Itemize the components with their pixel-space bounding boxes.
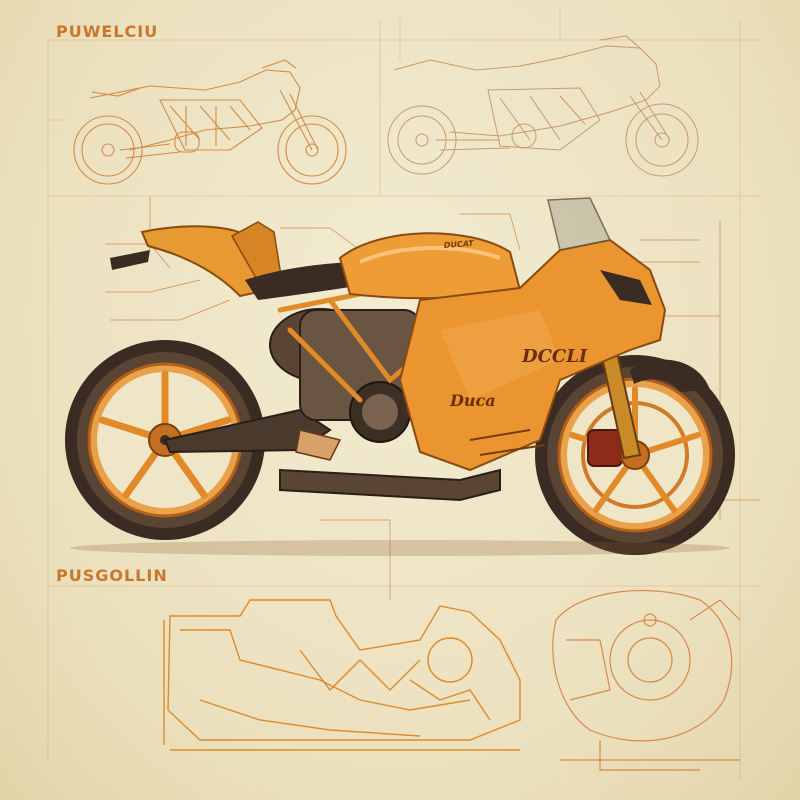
grid-lines: [47, 10, 760, 780]
fuel-tank: [338, 232, 522, 300]
sketch-bike-top-left: [73, 59, 347, 185]
engine-diagram-bottom-right: [552, 589, 741, 771]
sketch-bike-top-right: [387, 35, 699, 177]
middle-title: PUSGOLLIN: [56, 566, 168, 585]
front-fairing: [398, 197, 667, 472]
fairing-brand-text-lower: Duca: [449, 391, 496, 410]
tail-section: [110, 221, 370, 300]
ground-shadow: [70, 540, 730, 556]
swingarm: [163, 408, 501, 502]
fairing-brand-text-upper: DCCLI: [521, 346, 588, 367]
top-title: PUWELCIU: [56, 22, 159, 41]
frame-drawing-bottom: [163, 599, 521, 751]
tank-brand-text: DUCAT: [444, 239, 475, 250]
